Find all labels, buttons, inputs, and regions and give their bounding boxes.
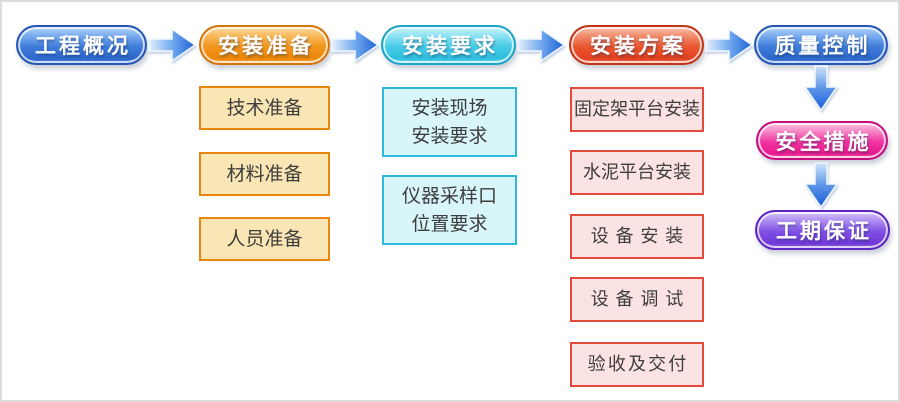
- box-technical-preparation: 技术准备: [199, 86, 330, 130]
- node-installation-preparation: 安装准备: [199, 25, 330, 65]
- node-quality-control: 质量控制: [754, 25, 888, 65]
- box-equipment-installation: 设备安装: [570, 214, 704, 259]
- box-material-preparation: 材料准备: [199, 152, 330, 196]
- node-installation-requirements: 安装要求: [381, 25, 516, 65]
- node-safety-measures: 安全措施: [756, 121, 888, 160]
- arrow-right-icon: [705, 27, 754, 63]
- box-fixed-frame-platform-installation: 固定架平台安装: [570, 87, 704, 132]
- arrow-right-icon: [148, 27, 197, 63]
- arrow-down-icon: [803, 65, 839, 111]
- box-equipment-commissioning: 设备调试: [570, 277, 704, 322]
- arrow-right-icon: [517, 27, 566, 63]
- box-site-installation-requirements: 安装现场 安装要求: [382, 87, 517, 157]
- node-project-overview: 工程概况: [16, 25, 147, 65]
- box-personnel-preparation: 人员准备: [199, 217, 330, 261]
- box-cement-platform-installation: 水泥平台安装: [570, 150, 704, 195]
- box-instrument-sampling-port-location: 仪器采样口 位置要求: [382, 175, 517, 245]
- arrow-right-icon: [331, 27, 380, 63]
- arrow-down-icon: [803, 162, 839, 208]
- node-schedule-guarantee: 工期保证: [755, 210, 890, 250]
- box-acceptance-delivery: 验收及交付: [570, 342, 704, 387]
- node-installation-plan: 安装方案: [569, 25, 704, 65]
